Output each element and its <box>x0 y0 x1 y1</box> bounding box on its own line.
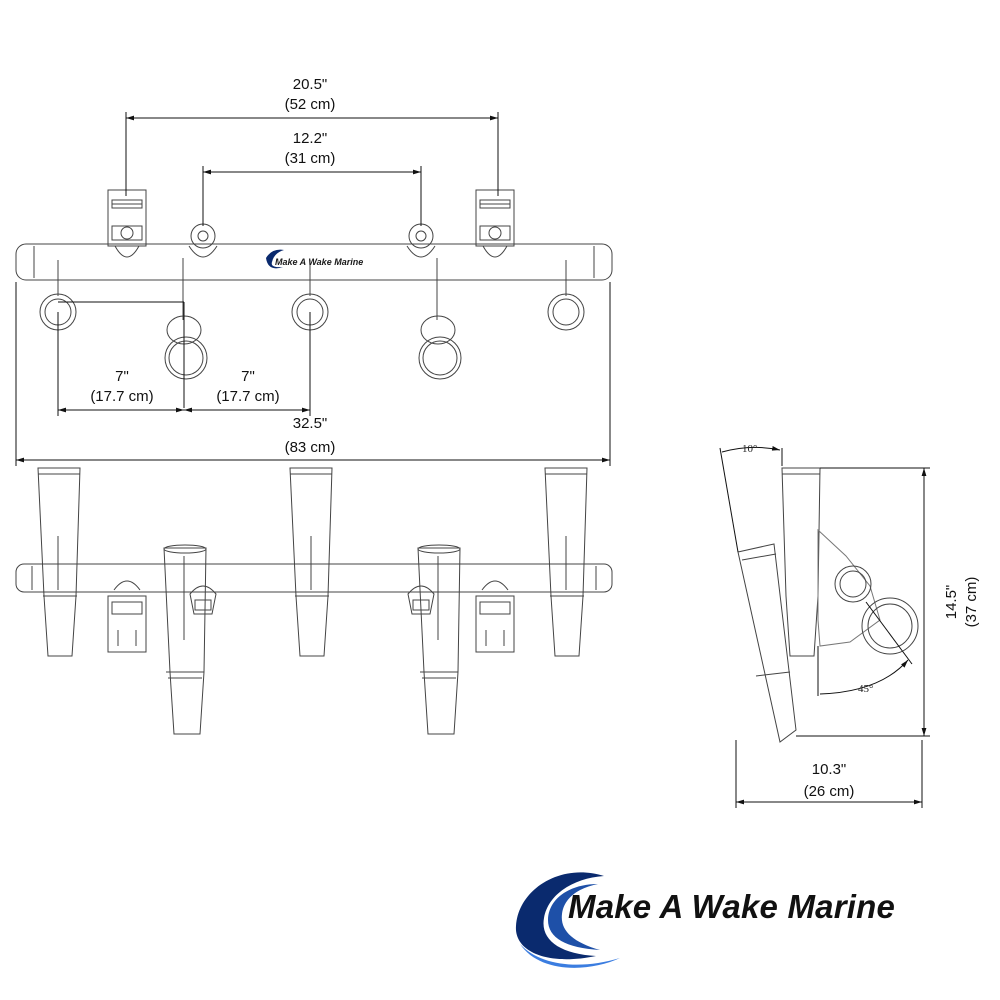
rod-holder-top-5 <box>547 293 585 331</box>
dimension-lines-top <box>15 112 611 466</box>
rod-holder-front-3 <box>289 467 333 657</box>
rod-holder-top-2 <box>164 315 208 380</box>
rod-holder-front-1 <box>37 467 81 657</box>
dim-20-5-in: 20.5" <box>293 76 328 93</box>
dim-7-left-in: 7" <box>115 368 129 385</box>
front-mount-left <box>107 580 147 653</box>
side-upright-holder <box>781 467 821 657</box>
dim-7-right-in: 7" <box>241 368 255 385</box>
front-mount-inner-right <box>407 585 435 615</box>
rod-holder-front-5 <box>544 467 588 657</box>
dim-12-2-in: 12.2" <box>293 130 328 147</box>
dim-32-5-cm: (83 cm) <box>285 439 336 456</box>
brand-logo-mark <box>515 872 620 968</box>
rod-holder-front-4 <box>417 544 461 735</box>
rod-holder-top-4 <box>418 315 462 380</box>
dim-20-5-cm: (52 cm) <box>285 96 336 113</box>
dim-12-2-cm: (31 cm) <box>285 150 336 167</box>
front-mount-right <box>475 580 515 653</box>
dim-7-left-cm: (17.7 cm) <box>90 388 153 405</box>
mount-inner-right <box>406 223 436 258</box>
side-view <box>737 467 919 743</box>
angle-10: 10° <box>742 443 757 455</box>
side-bracket <box>817 528 881 647</box>
dim-7-right-cm: (17.7 cm) <box>216 388 279 405</box>
angle-45: 45° <box>858 683 873 695</box>
brand-name: Make A Wake Marine <box>568 888 896 925</box>
mount-bracket-right <box>475 189 515 258</box>
dim-14-5-cm: (37 cm) <box>963 577 980 628</box>
mount-inner-left <box>188 223 218 258</box>
front-view <box>15 467 613 735</box>
dim-10-3-cm: (26 cm) <box>804 783 855 800</box>
front-mount-inner-left <box>189 585 217 615</box>
rail-front <box>15 563 613 593</box>
rail-top <box>15 243 613 281</box>
dimension-lines-side <box>719 445 930 808</box>
side-tilted-holder <box>737 543 797 743</box>
svg-text:Make A Wake Marine: Make A Wake Marine <box>275 257 363 267</box>
mount-bracket-left <box>107 189 147 258</box>
rod-holder-front-2 <box>163 544 207 735</box>
dim-10-3-in: 10.3" <box>812 761 847 778</box>
dim-32-5-in: 32.5" <box>293 415 328 432</box>
rail-logo: Make A Wake Marine <box>266 249 363 269</box>
top-view <box>15 189 613 380</box>
dim-14-5-in: 14.5" <box>943 585 960 620</box>
